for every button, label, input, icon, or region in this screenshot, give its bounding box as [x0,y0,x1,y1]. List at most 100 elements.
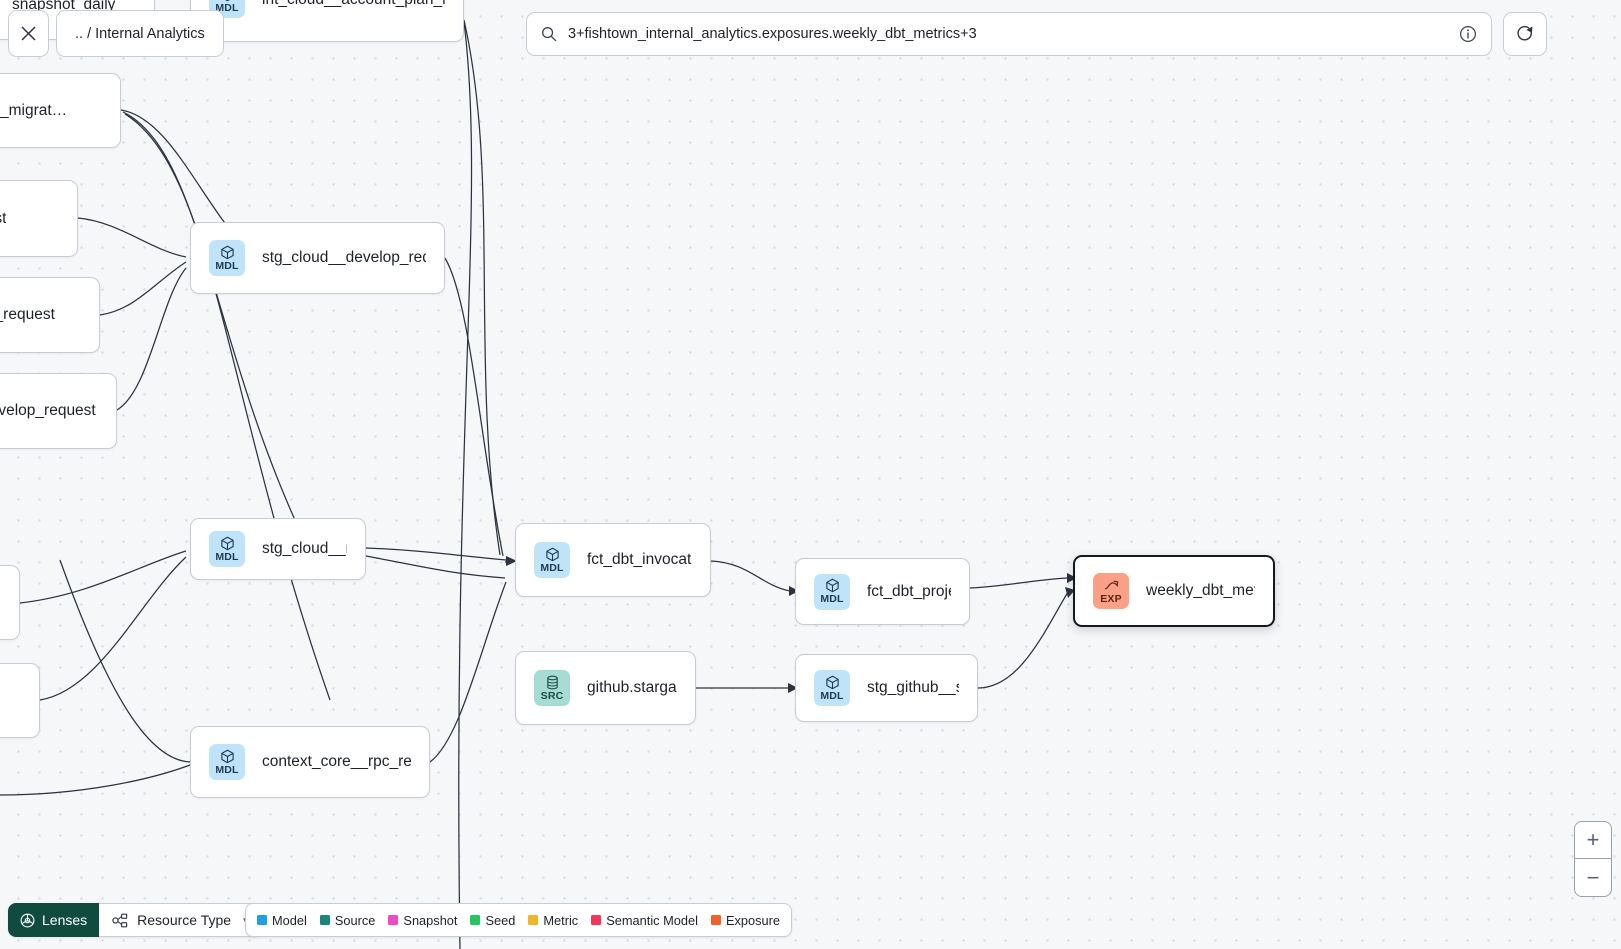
node-type-badge-mdl: MDL [814,573,850,610]
node-type-tag: MDL [215,1,239,14]
breadcrumb[interactable]: .. / Internal Analytics [56,10,224,57]
node-type-tag: EXP [1100,592,1122,605]
node-label: stg_github__stars [867,679,959,696]
legend-item-semantic-model[interactable]: Semantic Model [591,913,698,928]
zoom-in-label: + [1586,827,1600,852]
resource-type-legend: Model Source Snapshot Seed Metric Semantic Mo… [245,903,793,937]
node-type-badge-mdl: MDL [814,670,850,706]
lenses-label: Lenses [42,912,88,928]
node-type-tag: MDL [820,593,844,606]
close-button[interactable] [8,10,49,57]
node-label: stg_cloud__runs [262,540,347,557]
graph-node[interactable]: SRC github.stargazers [515,651,696,725]
legend-item-exposure[interactable]: Exposure [710,912,781,928]
search-input[interactable] [568,26,1448,42]
cube-icon [220,245,234,259]
node-label: multicell_migrat… [0,101,68,119]
zoom-controls: + − [1574,821,1612,897]
graph-node[interactable]: MDL stg_github__stars [795,654,978,722]
node-label: …p_request [0,209,7,227]
legend-swatch [591,915,602,925]
graph-node[interactable]: MDLmulticell_migrat… [0,73,121,148]
graph-node[interactable]: MDL…n [0,565,20,640]
cube-icon [225,0,229,1]
graph-node[interactable]: MDL…p_request [0,180,78,257]
info-circle-icon[interactable] [1459,25,1477,43]
node-type-badge-mdl: MDL [209,531,245,567]
zoom-out-label: − [1586,864,1600,890]
legend-item-model[interactable]: Model [257,913,307,928]
legend-label: Semantic Model [606,912,698,928]
node-type-badge-mdl: MDL [534,542,570,578]
node-type-tag: MDL [215,763,239,776]
database-icon [546,675,558,690]
node-label: github.stargazers [587,679,677,696]
node-type-badge-src: SRC [534,670,570,706]
graph-node[interactable]: MDL fct_dbt_invocations [515,523,711,597]
legend-item-snapshot[interactable]: Snapshot [388,913,457,928]
node-label: snapshot_daily [12,0,116,13]
legend-label: Model [272,912,307,928]
search-icon [542,27,557,42]
resource-type-dropdown[interactable]: Resource Type ▾ [99,903,263,937]
graph-node[interactable]: MDL stg_cloud__runs [190,518,366,580]
graph-node[interactable]: MDL context_core__rpc_request [190,726,430,798]
graph-node[interactable]: MDL…velop_request [0,277,100,353]
node-label: …velop_request [0,306,55,323]
node-type-badge-mdl: MDL [209,744,245,780]
node-label: fct_dbt_projects [867,582,951,600]
legend-swatch [528,915,539,925]
lens-aperture-icon [20,913,35,927]
close-icon [21,26,36,41]
resource-type-label: Resource Type [137,912,232,928]
zoom-in-button[interactable]: + [1575,822,1611,859]
graph-node[interactable]: MDL int_cloud__account_plan_history [190,0,464,42]
legend-label: Exposure [725,912,781,928]
graph-node[interactable]: MDL fct_dbt_projects [795,558,970,625]
cube-icon [825,578,839,593]
node-label: int_cloud__account_plan_history [262,0,445,9]
legend-swatch [470,915,481,925]
node-label: context_core__rpc_request [262,753,411,770]
legend-label: Seed [485,912,516,928]
exposure-chart-icon [1104,580,1118,590]
legend-label: Metric [543,912,579,928]
node-type-badge-exp: EXP [1093,573,1129,609]
refresh-button[interactable] [1503,12,1547,56]
legend-label: Source [334,912,376,928]
cube-icon [545,547,559,561]
legend-item-source[interactable]: Source [319,912,376,928]
legend-swatch [388,915,399,925]
lenses-toolbar: Lenses Resource Type ▾ [8,903,263,937]
zoom-out-button[interactable]: − [1575,859,1611,896]
node-label: weekly_dbt_metrics [1146,582,1255,599]
lenses-button[interactable]: Lenses [8,903,100,937]
node-type-tag: MDL [540,561,564,574]
cube-icon [825,675,839,689]
legend-label: Snapshot [403,912,458,928]
graph-node[interactable]: MDL stg_cloud__develop_requests [190,222,445,294]
node-type-tag: MDL [820,689,844,702]
node-label: stg_cloud__develop_requests [262,249,426,266]
legend-swatch [257,915,267,925]
node-type-tag: SRC [540,689,564,702]
legend-swatch [319,915,330,925]
node-label: …_develop_request [0,402,96,419]
cube-icon [220,749,234,763]
legend-item-metric[interactable]: Metric [528,913,578,928]
graph-node[interactable]: EXP weekly_dbt_metrics [1073,555,1275,627]
legend-item-seed[interactable]: Seed [470,913,515,928]
refresh-icon [1517,25,1533,41]
node-label: fct_dbt_invocations [587,551,692,568]
breadcrumb-label: .. / Internal Analytics [75,25,205,42]
legend-swatch [710,915,721,925]
node-graph-icon [112,913,128,927]
node-type-tag: MDL [215,259,239,272]
lineage-search-bar[interactable] [526,12,1492,56]
cube-icon [220,536,234,550]
node-type-badge-mdl: MDL [209,240,245,276]
graph-node[interactable]: MDL…_develop_request [0,373,117,449]
graph-node[interactable]: MDL…run [0,663,40,738]
